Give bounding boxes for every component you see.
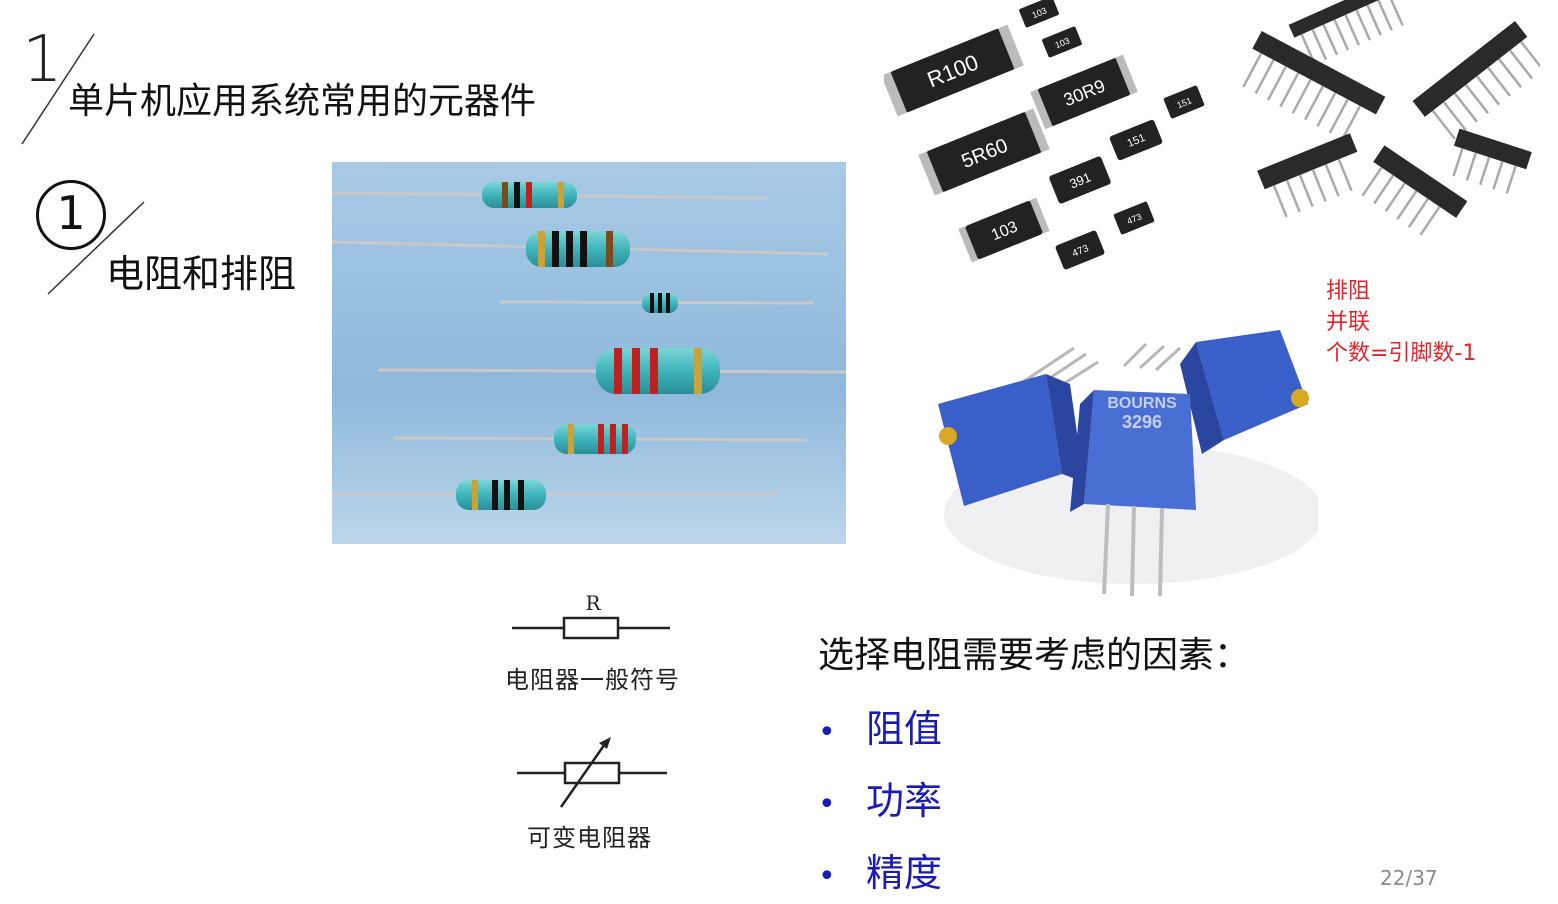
- section-number: 1: [22, 23, 63, 97]
- subsection-number: 1: [56, 186, 86, 240]
- bullet: •: [818, 859, 836, 894]
- factor-label: 阻值: [866, 707, 943, 751]
- factor-label: 精度: [866, 851, 943, 895]
- trimmer-potentiometer-photo: BOURNS 3296: [934, 324, 1318, 602]
- axial-resistor-photo: [332, 162, 846, 544]
- trimmer-potentiometer: [938, 346, 1099, 506]
- variable-resistor-symbol-label: 可变电阻器: [527, 824, 652, 852]
- trimmer-marking: 3296: [1122, 412, 1162, 432]
- axial-resistor: [377, 348, 846, 394]
- bullet: •: [818, 787, 836, 822]
- resistor-symbol-label: 电阻器一般符号: [505, 666, 680, 694]
- trimmer-potentiometer: BOURNS 3296: [1070, 390, 1196, 597]
- factor-label: 功率: [866, 779, 943, 823]
- trimmer-potentiometer: [1122, 330, 1309, 454]
- resistor-network-photo: [1240, 0, 1540, 250]
- note-line: 个数=引脚数-1: [1326, 341, 1477, 366]
- axial-resistor: [393, 424, 807, 454]
- factor-item: • 精度: [818, 842, 942, 897]
- trimmer-marking: BOURNS: [1107, 395, 1177, 412]
- subsection-slash-decoration: [47, 201, 145, 295]
- note-line: 并联: [1326, 310, 1371, 335]
- subsection-title: 电阻和排阻: [106, 252, 297, 296]
- subsection-number-circle: [36, 180, 106, 250]
- variable-resistor-symbol: [517, 737, 667, 808]
- axial-resistor: [332, 480, 778, 510]
- page-number: 22/37: [1380, 866, 1438, 890]
- factors-title: 选择电阻需要考虑的因素：: [818, 635, 1251, 676]
- section-slash-decoration: [21, 33, 95, 145]
- axial-resistor: [332, 182, 769, 208]
- bullet: •: [818, 715, 836, 750]
- note-line: 排阻: [1326, 279, 1371, 304]
- section-title: 单片机应用系统常用的元器件: [68, 81, 537, 122]
- resistor-symbol: R: [512, 591, 670, 640]
- smd-resistor-photo: R100 103 103 5R60 30R9 151 151 391 103: [884, 0, 1234, 285]
- factor-item: • 功率: [818, 770, 942, 825]
- resistor-symbol-letter: R: [585, 591, 601, 615]
- axial-resistor: [332, 231, 829, 267]
- factor-item: • 阻值: [818, 698, 942, 753]
- axial-resistor: [499, 293, 815, 313]
- note-block: 排阻 并联 个数=引脚数-1: [1326, 276, 1476, 369]
